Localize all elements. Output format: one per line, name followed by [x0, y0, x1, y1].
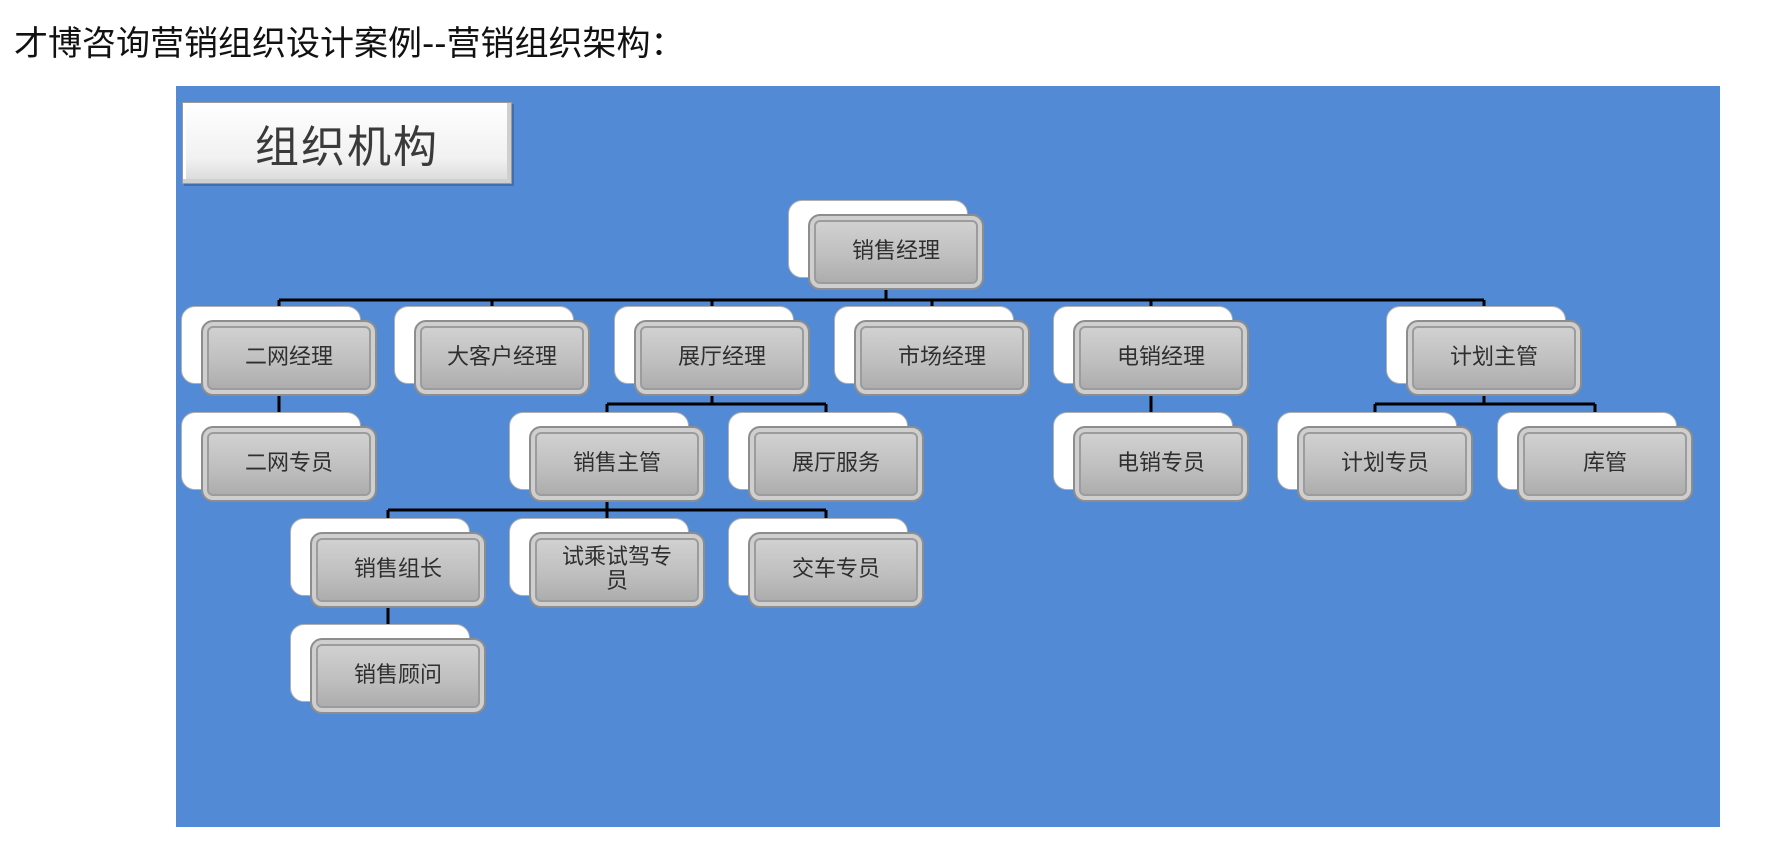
- node-label: 销售经理: [808, 214, 984, 290]
- node-label: 试乘试驾专员: [529, 532, 705, 608]
- node-secondary-network-manager: 二网经理: [181, 306, 377, 396]
- node-label: 销售主管: [529, 426, 705, 502]
- node-secondary-network-specialist: 二网专员: [181, 412, 377, 502]
- node-warehouse-keeper: 库管: [1497, 412, 1693, 502]
- diagram-title: 组织机构: [182, 102, 512, 184]
- node-label: 计划专员: [1297, 426, 1473, 502]
- page-heading: 才博咨询营销组织设计案例--营销组织架构：: [14, 24, 685, 64]
- node-key-account-manager: 大客户经理: [394, 306, 590, 396]
- node-label: 电销专员: [1073, 426, 1249, 502]
- node-telesales-specialist: 电销专员: [1053, 412, 1249, 502]
- node-marketing-manager: 市场经理: [834, 306, 1030, 396]
- node-planning-supervisor: 计划主管: [1386, 306, 1582, 396]
- node-label: 交车专员: [748, 532, 924, 608]
- node-telesales-manager: 电销经理: [1053, 306, 1249, 396]
- node-test-drive-specialist: 试乘试驾专员: [509, 518, 705, 608]
- node-label: 销售组长: [310, 532, 486, 608]
- node-showroom-service: 展厅服务: [728, 412, 924, 502]
- node-label: 二网经理: [201, 320, 377, 396]
- node-label: 计划主管: [1406, 320, 1582, 396]
- node-label: 市场经理: [854, 320, 1030, 396]
- node-label: 展厅服务: [748, 426, 924, 502]
- node-label: 二网专员: [201, 426, 377, 502]
- node-label: 大客户经理: [414, 320, 590, 396]
- node-showroom-manager: 展厅经理: [614, 306, 810, 396]
- node-label: 销售顾问: [310, 638, 486, 714]
- node-delivery-specialist: 交车专员: [728, 518, 924, 608]
- node-planning-specialist: 计划专员: [1277, 412, 1473, 502]
- node-label: 电销经理: [1073, 320, 1249, 396]
- node-label: 库管: [1517, 426, 1693, 502]
- connector-lines: [277, 262, 1597, 629]
- node-label: 展厅经理: [634, 320, 810, 396]
- org-chart-panel: 组织机构 销售经理 二网经理 大客户经理 展厅经理 市场经理 电销经理 计划主管…: [176, 86, 1720, 827]
- node-sales-team-leader: 销售组长: [290, 518, 486, 608]
- node-sales-consultant: 销售顾问: [290, 624, 486, 714]
- node-sales-manager: 销售经理: [788, 200, 984, 290]
- node-sales-supervisor: 销售主管: [509, 412, 705, 502]
